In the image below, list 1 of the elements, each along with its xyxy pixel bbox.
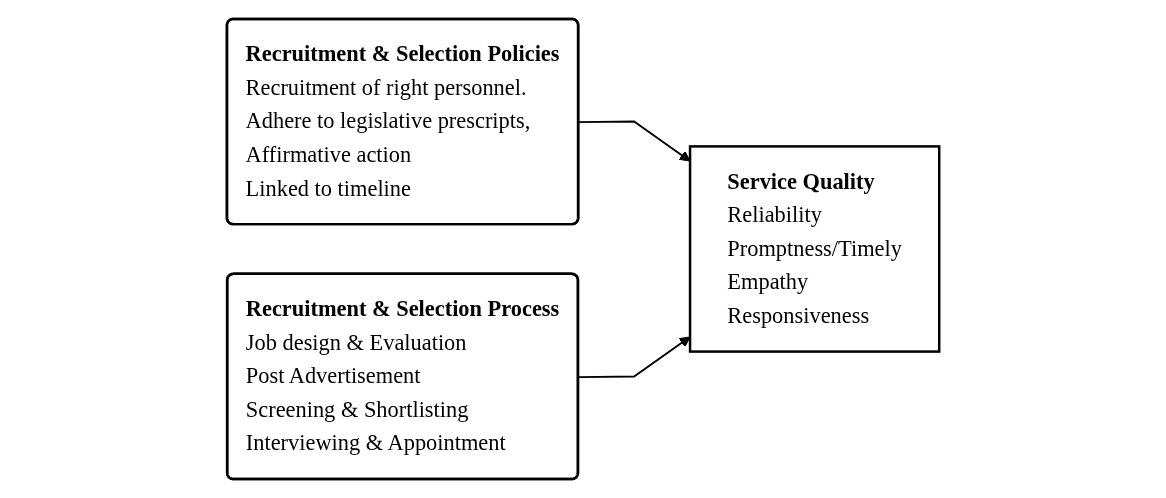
- node-box: Service Quality Reliability Promptness/Timely Empathy Responsiveness: [688, 145, 941, 353]
